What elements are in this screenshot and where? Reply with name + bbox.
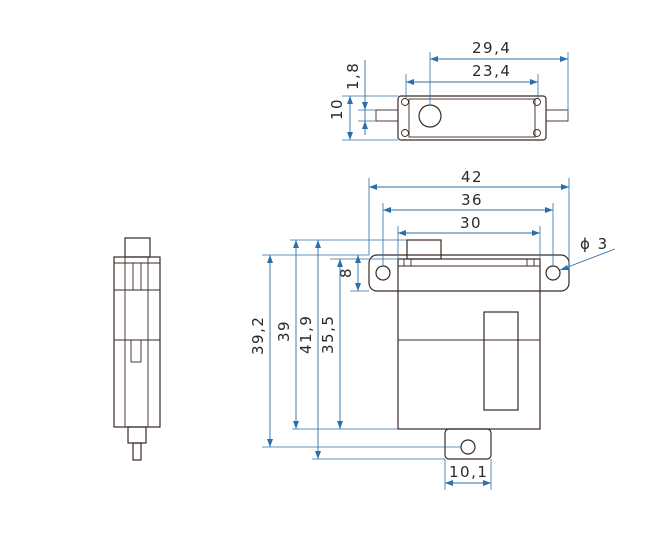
dim-label-1-8: 1,8 bbox=[344, 62, 362, 90]
dim-leader-hole bbox=[559, 248, 616, 271]
dim-label-10-1: 10,1 bbox=[449, 463, 488, 481]
side-view-body bbox=[113, 256, 161, 428]
top-view-tab-right bbox=[545, 109, 569, 122]
top-view: 29,4 23,4 10 1,8 bbox=[328, 39, 569, 141]
top-view-mount-hole bbox=[533, 98, 541, 106]
side-view-bottom-pin bbox=[132, 442, 142, 461]
top-view-shaft bbox=[418, 104, 442, 128]
front-view-flange bbox=[368, 254, 570, 292]
dim-label-8: 8 bbox=[337, 267, 355, 278]
side-view-gear-top bbox=[124, 237, 151, 258]
dim-label-phi-3: ϕ 3 bbox=[580, 235, 609, 253]
side-view-slot bbox=[130, 339, 142, 363]
top-view-tab-left bbox=[375, 109, 399, 122]
dim-label-41-9: 41,9 bbox=[297, 315, 315, 354]
dim-label-30: 30 bbox=[460, 214, 482, 232]
dim-label-29-4: 29,4 bbox=[472, 39, 511, 57]
top-view-body bbox=[397, 95, 547, 141]
top-view-mount-hole bbox=[401, 98, 409, 106]
front-view-output-gear bbox=[406, 239, 442, 260]
top-view-mount-hole bbox=[401, 129, 409, 137]
dim-label-36: 36 bbox=[461, 191, 483, 209]
front-view-bottom-mount bbox=[444, 428, 492, 460]
top-view-body-inner bbox=[408, 98, 536, 138]
front-view-bottom-hole bbox=[460, 439, 476, 455]
front-view: 42 36 30 ϕ 3 8 39,2 39 41,9 bbox=[249, 168, 616, 490]
front-view-label-panel bbox=[483, 311, 519, 411]
front-view-mount-hole-left bbox=[375, 265, 391, 281]
dim-label-10: 10 bbox=[328, 98, 346, 120]
front-view-mount-hole-right bbox=[545, 265, 561, 281]
dim-label-42: 42 bbox=[461, 168, 483, 186]
top-view-mount-hole bbox=[533, 129, 541, 137]
side-view bbox=[113, 237, 161, 461]
side-view-bottom-tab bbox=[127, 426, 147, 444]
dim-label-23-4: 23,4 bbox=[472, 62, 511, 80]
front-view-body bbox=[397, 258, 541, 430]
dim-label-35-5: 35,5 bbox=[319, 315, 337, 354]
dim-label-39: 39 bbox=[275, 320, 293, 342]
dim-label-39-2: 39,2 bbox=[249, 316, 267, 355]
